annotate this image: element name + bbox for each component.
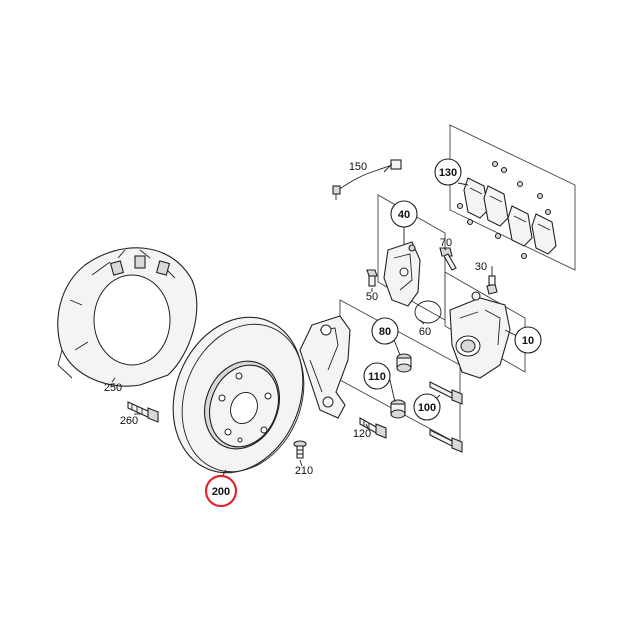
caliper-housing-part-10[interactable] [449,297,511,379]
callout-40-label: 40 [398,209,410,221]
label-260: 260 [120,415,138,427]
seal-ring-part-60[interactable] [414,300,442,324]
guide-bolt-part-100[interactable] [429,381,463,453]
dust-shield-part-250[interactable] [57,247,198,387]
label-210: 210 [295,465,313,477]
label-60: 60 [419,326,431,338]
caliper-carrier[interactable] [299,315,351,419]
label-150: 150 [349,161,367,173]
bushing-part-80-lower[interactable] [390,399,406,419]
brake-pads-part-130[interactable] [456,160,557,260]
callout-10-label: 10 [522,335,534,347]
label-50: 50 [366,291,378,303]
label-120: 120 [353,428,371,440]
callout-10[interactable]: 10 [514,326,542,354]
group-box-carrier-parts [339,299,461,446]
callout-200-label: 200 [212,486,230,498]
callout-110-label: 110 [368,371,386,383]
callout-100[interactable]: 100 [413,393,441,421]
caliper-part-40[interactable] [383,241,421,307]
brake-disc-part-200[interactable] [151,298,326,493]
callout-100-label: 100 [418,402,436,414]
label-30: 30 [475,261,487,273]
bolt-part-70[interactable] [439,247,457,271]
screw-part-210[interactable] [293,440,307,459]
bolt-part-120[interactable] [359,417,387,439]
bleeder-part-30[interactable] [471,275,498,301]
label-250: 250 [104,382,122,394]
bolt-part-260[interactable] [127,401,159,423]
callout-200-highlight-ring [204,474,238,508]
label-70: 70 [440,237,452,249]
callout-80-label: 80 [379,326,391,338]
callout-130-label: 130 [439,167,457,179]
callout-80[interactable]: 80 [371,317,399,345]
callout-110[interactable]: 110 [363,362,391,390]
wear-sensor-part-150[interactable] [332,159,402,200]
bushing-part-80[interactable] [396,353,412,373]
bleeder-part-50[interactable] [366,269,378,287]
callout-40[interactable]: 40 [390,200,418,228]
callout-200[interactable]: 200 [204,474,238,508]
callout-130[interactable]: 130 [434,158,462,186]
